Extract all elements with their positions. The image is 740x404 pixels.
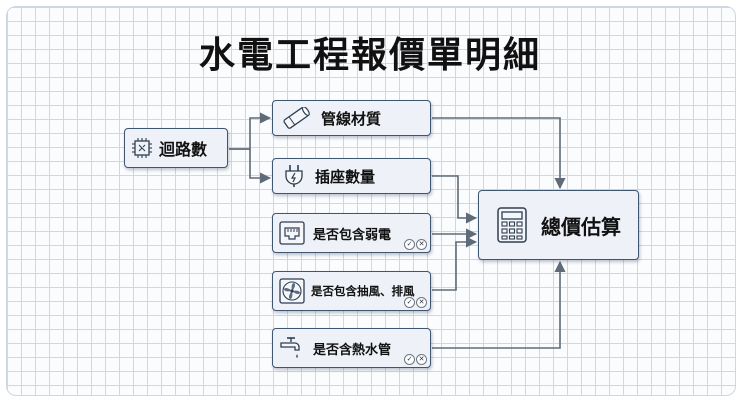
connector-hot-water-to-total <box>432 260 566 349</box>
node-label: 總價估算 <box>541 214 621 239</box>
node-label: 是否包含抽風、排風 <box>311 284 415 298</box>
node-weak-current[interactable]: 是否包含弱電 ✓✕ <box>272 213 431 253</box>
node-circuit-count[interactable]: 迴路數 <box>124 128 228 168</box>
pipe-icon <box>281 107 311 129</box>
check-icon[interactable]: ✓ <box>404 297 415 308</box>
node-label: 插座數量 <box>315 167 376 186</box>
yes-no-toggle[interactable]: ✓✕ <box>404 297 427 308</box>
diagram-title: 水電工程報價單明細 <box>198 35 541 76</box>
calculator-icon <box>497 207 527 243</box>
yes-no-toggle[interactable]: ✓✕ <box>404 239 427 250</box>
check-icon[interactable]: ✓ <box>404 239 415 250</box>
circuit-chip-icon <box>131 137 153 159</box>
connector-circuit-to-pipe <box>229 112 272 150</box>
node-outlet-count[interactable]: 插座數量 <box>272 158 431 194</box>
power-plug-icon <box>283 164 305 188</box>
connector-fan-to-total <box>432 236 478 291</box>
cross-icon[interactable]: ✕ <box>416 354 427 365</box>
node-label: 迴路數 <box>159 140 208 159</box>
yes-no-toggle[interactable]: ✓✕ <box>404 354 427 365</box>
node-label: 是否含熱水管 <box>313 342 392 358</box>
connector-circuit-to-outlet <box>229 148 272 184</box>
check-icon[interactable]: ✓ <box>404 354 415 365</box>
exhaust-fan-icon <box>279 278 305 304</box>
node-label: 管線材質 <box>321 109 382 128</box>
node-pipe-material[interactable]: 管線材質 <box>272 100 431 136</box>
node-total-estimate[interactable]: 總價估算 <box>478 190 639 260</box>
node-exhaust-fan[interactable]: 是否包含抽風、排風 ✓✕ <box>272 271 431 311</box>
node-label: 是否包含弱電 <box>313 227 392 243</box>
connector-outlet-to-total <box>432 175 478 224</box>
connector-pipe-to-total <box>432 117 566 190</box>
network-port-icon <box>279 221 305 245</box>
cross-icon[interactable]: ✕ <box>416 239 427 250</box>
cross-icon[interactable]: ✕ <box>416 297 427 308</box>
node-hot-water-pipe[interactable]: 是否含熱水管 ✓✕ <box>272 328 431 368</box>
faucet-icon <box>279 335 305 361</box>
